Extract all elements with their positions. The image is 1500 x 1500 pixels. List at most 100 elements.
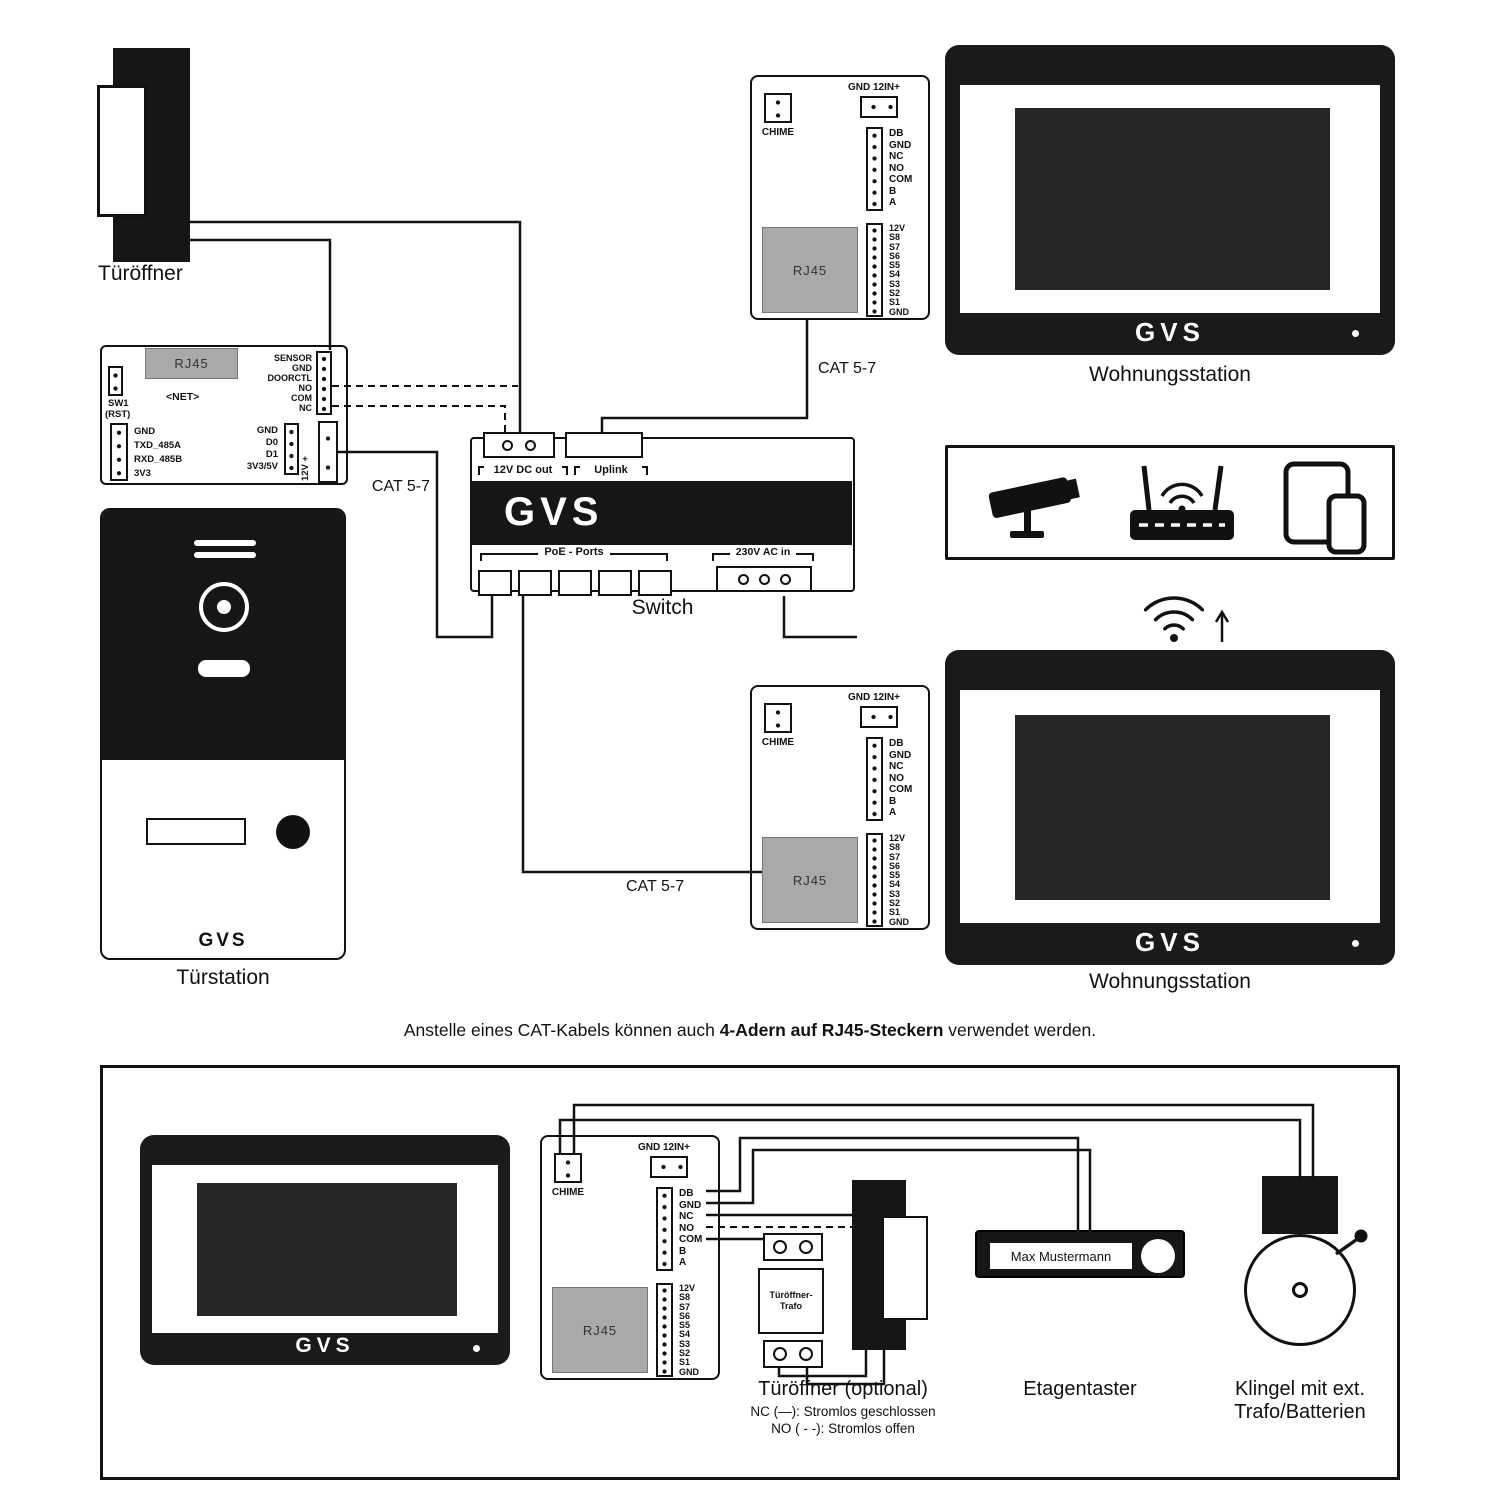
apartment-monitor: GVS xyxy=(945,650,1395,965)
monitor-face xyxy=(960,85,1380,313)
chime-label: CHIME xyxy=(761,737,795,748)
floor-call-button: Max Mustermann xyxy=(975,1230,1185,1278)
terminal-label: S3 xyxy=(889,278,901,289)
power-header-label: GND 12IN+ xyxy=(848,82,900,93)
terminal-label: GND xyxy=(256,425,278,436)
call-button xyxy=(276,815,310,849)
bus-terminal-strip xyxy=(284,423,299,475)
terminal-label: RXD_485B xyxy=(134,454,183,465)
terminal-labels-b: 12V S8 S7 S6 S5 S4 S3 S2 S1 GND xyxy=(889,833,931,927)
terminal-label: S6 xyxy=(889,860,901,871)
terminal-label: GND xyxy=(292,363,312,373)
terminal-label: A xyxy=(679,1257,687,1268)
terminal-label: SENSOR xyxy=(273,353,312,363)
camera-lens xyxy=(199,582,249,632)
terminal-label: 12V xyxy=(889,833,906,843)
power-connector xyxy=(650,1156,688,1178)
poe-port xyxy=(478,570,512,596)
speaker-slot xyxy=(194,552,256,558)
relay-terminal-labels: SENSOR GND DOORCTL NO COM NC xyxy=(232,353,313,413)
uplink-port xyxy=(565,432,643,458)
terminal-label: 12V xyxy=(889,223,906,233)
terminal-label: DB xyxy=(889,738,904,749)
port-circle xyxy=(525,439,536,451)
wifi-signal-icon xyxy=(1143,596,1230,642)
cable xyxy=(521,596,762,874)
terminal-label: S2 xyxy=(679,1348,691,1359)
poe-ports-label-row: PoE - Ports xyxy=(480,545,668,559)
door-station-label: Türstation xyxy=(176,966,270,989)
gvs-logo: GVS xyxy=(295,1334,355,1357)
port-circle xyxy=(779,573,791,585)
wifi-router-icon xyxy=(1130,465,1234,540)
apartment-monitor: GVS xyxy=(945,45,1395,355)
terminal-label: COM xyxy=(679,1234,703,1245)
serial-terminal-labels: GND TXD_485A RXD_485B 3V3 xyxy=(134,425,224,481)
terminal-label: NO xyxy=(679,1222,694,1234)
power-connector xyxy=(318,421,338,483)
terminal-strip-b xyxy=(866,833,883,927)
chime-label: CHIME xyxy=(761,127,795,138)
ac-in-label: 230V AC in xyxy=(729,546,797,558)
poe-ports-label: PoE - Ports xyxy=(538,546,610,558)
terminal-label: S8 xyxy=(889,232,901,243)
cctv-camera-icon xyxy=(988,477,1080,538)
terminal-label: GND xyxy=(889,916,909,927)
door-opener-optional-label: Türöffner (optional) xyxy=(758,1378,928,1400)
port-circle xyxy=(773,1240,787,1254)
gvs-logo: GVS xyxy=(504,490,604,534)
bell-transformer-box xyxy=(1262,1176,1338,1234)
monitor-face xyxy=(960,690,1380,923)
serial-terminal-strip xyxy=(110,423,128,481)
tick xyxy=(574,466,580,475)
nc-note: NC (—): Stromlos geschlossen xyxy=(750,1404,936,1419)
terminal-label: COM xyxy=(889,174,913,185)
poe-switch: 12V DC out Uplink GVS PoE - Ports 230V A… xyxy=(470,432,855,596)
terminal-labels-a: DB GND NC NO COM B A xyxy=(889,128,931,209)
terminal-label: D0 xyxy=(265,437,278,448)
terminal-label: NC xyxy=(299,403,312,413)
port-circle xyxy=(799,1347,813,1361)
poe-port xyxy=(558,570,592,596)
terminal-label: B xyxy=(889,185,897,197)
terminal-labels-a: DB GND NC NO COM B A xyxy=(889,738,931,819)
tick xyxy=(562,466,568,475)
camera-dot xyxy=(1352,330,1359,337)
dc-out-ports xyxy=(483,432,555,458)
terminal-label: GND xyxy=(889,139,912,151)
terminal-label: S4 xyxy=(889,879,901,890)
trafo-label: Türöffner-Trafo xyxy=(769,1290,813,1311)
sw1-connector xyxy=(108,366,123,396)
terminal-label: B xyxy=(679,1245,687,1257)
port-circle xyxy=(799,1240,813,1254)
rj45-port: RJ45 xyxy=(552,1287,648,1373)
terminal-label: S8 xyxy=(679,1292,691,1303)
terminal-label: S3 xyxy=(679,1338,691,1349)
terminal-strip-a xyxy=(656,1187,673,1271)
switch-front-panel: GVS xyxy=(472,481,852,545)
mobile-devices-icon xyxy=(1283,461,1367,555)
terminal-label: COM xyxy=(291,393,312,403)
ac-in-socket xyxy=(716,566,812,592)
terminal-label: GND xyxy=(134,426,156,437)
rst-label: (RST) xyxy=(105,409,131,420)
terminal-label: S1 xyxy=(889,907,901,918)
cable-label: CAT 5-7 xyxy=(371,478,430,495)
monitor-screen xyxy=(197,1183,457,1316)
monitor-screen xyxy=(1015,715,1330,900)
terminal-label: TXD_485A xyxy=(134,440,181,451)
name-plate: Max Mustermann xyxy=(990,1243,1132,1269)
terminal-label: S6 xyxy=(679,1310,691,1321)
bus-controller-board: RJ45 SW1 (RST) <NET> GND TXD_485A RXD_48… xyxy=(100,345,348,485)
terminal-label: S4 xyxy=(679,1329,691,1340)
bell-center xyxy=(1292,1282,1308,1298)
terminal-label: 3V3/5V xyxy=(246,461,278,472)
cable-label: CAT 5-7 xyxy=(626,878,685,895)
power-connector xyxy=(860,706,898,728)
power-header-label: GND 12IN+ xyxy=(638,1142,690,1153)
bell-label: Klingel mit ext. Trafo/Batterien xyxy=(1234,1378,1366,1423)
door-station-upper-panel xyxy=(102,510,344,760)
terminal-label: GND xyxy=(679,1199,702,1211)
camera-lens-center xyxy=(217,600,231,614)
terminal-label: A xyxy=(889,807,897,818)
